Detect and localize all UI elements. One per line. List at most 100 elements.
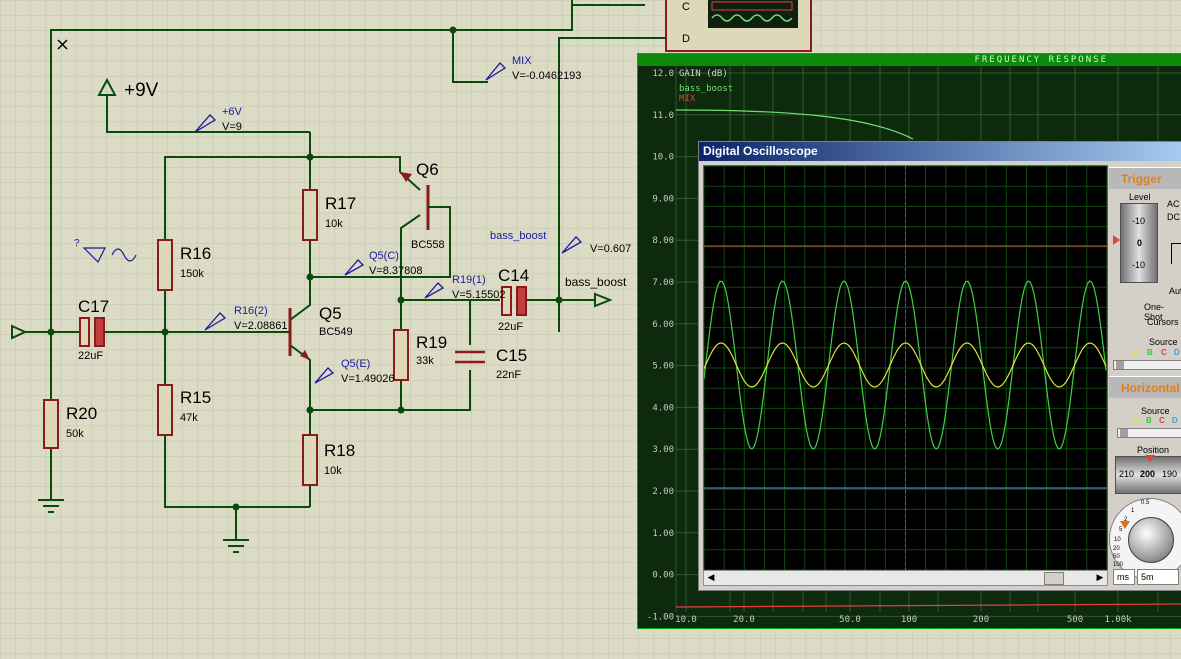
trigger-level-slider[interactable]: -10 0 -10 xyxy=(1120,203,1158,283)
level-scale-mid: 0 xyxy=(1137,238,1143,248)
input-terminal[interactable] xyxy=(11,324,28,340)
ref-r17: R17 xyxy=(325,194,356,213)
component-labels: R20 50k C17 22uF R16 150k R15 47k R17 10… xyxy=(66,160,529,477)
oscilloscope-title[interactable]: Digital Oscilloscope xyxy=(699,142,1181,161)
no-connect-icon xyxy=(57,39,68,50)
horizontal-source-b[interactable]: B xyxy=(1146,416,1152,425)
val-c14: 22uF xyxy=(498,321,523,333)
ref-q5: Q5 xyxy=(319,304,342,323)
trigger-option-auto[interactable]: Auto xyxy=(1169,286,1181,296)
val-c17: 22uF xyxy=(78,350,103,362)
val-r20: 50k xyxy=(66,428,84,440)
val-r18: 10k xyxy=(324,465,342,477)
position-marker-icon xyxy=(1145,455,1155,462)
dial-mark-3: 5 xyxy=(1119,527,1123,533)
trigger-mode-ac[interactable]: AC xyxy=(1167,199,1180,209)
trigger-source-slider[interactable] xyxy=(1113,360,1181,370)
probe-name-r16: R16(2) xyxy=(234,305,268,317)
mix-curve xyxy=(675,603,1181,608)
dial-mark-5: 20 xyxy=(1113,546,1120,552)
mixer-pin-d: D xyxy=(682,33,690,45)
horizontal-source-c[interactable]: C xyxy=(1159,416,1165,425)
supply-label: +9V xyxy=(124,80,159,101)
val-q5: BC549 xyxy=(319,326,353,338)
freq-x-tick: 10.0 xyxy=(675,615,697,625)
freq-x-tick: 20.0 xyxy=(733,615,755,625)
freq-y-tick: 12.0 xyxy=(652,69,674,79)
freq-y-tick: 2.00 xyxy=(652,487,674,497)
probe-name-q5e: Q5(E) xyxy=(341,358,370,370)
probe-name-mix: MIX xyxy=(512,55,532,67)
graph-axis-label: GAIN (dB) xyxy=(679,69,728,79)
oscilloscope-window[interactable]: Digital Oscilloscope ◀ ▶ Trigger Level -… xyxy=(698,141,1181,591)
scroll-left-icon[interactable]: ◀ xyxy=(707,573,715,583)
horizontal-source-slider[interactable] xyxy=(1117,428,1181,438)
oscilloscope-scrollbar[interactable]: ◀ ▶ xyxy=(703,570,1108,586)
val-q6: BC558 xyxy=(411,239,445,251)
oscilloscope-control-panel: Trigger Level -10 0 -10 AC DC Auto One-S… xyxy=(1109,165,1181,585)
freq-y-tick: 0.00 xyxy=(652,571,674,581)
legend-bass-boost: bass_boost xyxy=(679,84,733,94)
freq-y-tick: 1.00 xyxy=(652,529,674,539)
scope-trace-b xyxy=(703,280,1107,450)
trigger-source-c[interactable]: C xyxy=(1161,348,1167,357)
signal-generator-icon[interactable] xyxy=(82,247,137,264)
freq-x-tick: 50.0 xyxy=(839,615,861,625)
horizontal-source-a[interactable]: A xyxy=(1133,416,1139,425)
ground-symbols xyxy=(38,499,249,553)
probe-name-bass: bass_boost xyxy=(490,230,546,242)
oscilloscope-screen[interactable] xyxy=(703,165,1108,571)
position-scale-left: 210 xyxy=(1119,469,1135,479)
probe-icons[interactable] xyxy=(194,62,583,384)
probe-name-q5c: Q5(C) xyxy=(369,250,399,262)
ref-c17: C17 xyxy=(78,297,109,316)
freq-y-tick: 5.00 xyxy=(652,362,674,372)
trigger-option-cursors[interactable]: Cursors xyxy=(1147,317,1179,327)
freq-x-tick: 1.00k xyxy=(1104,615,1132,625)
trigger-source-b[interactable]: B xyxy=(1147,348,1153,357)
ref-r16: R16 xyxy=(180,244,211,263)
probe-labels: +6V V=9 R16(2) V=2.08861 Q5(C) V=8.37808… xyxy=(222,1,690,385)
level-scale-bottom: -10 xyxy=(1132,260,1146,270)
supply-arrow xyxy=(97,77,117,96)
capacitor-bodies[interactable] xyxy=(79,286,527,364)
timebase-knob-icon[interactable] xyxy=(1128,517,1174,563)
transistor-arrows xyxy=(300,172,412,360)
probe-name-6v: +6V xyxy=(222,106,243,118)
freq-y-tick: 9.00 xyxy=(652,194,674,204)
ref-r18: R18 xyxy=(324,441,355,460)
dial-mark-0: 0.5 xyxy=(1141,500,1150,506)
bass-boost-curve xyxy=(675,109,914,140)
horizontal-section-title: Horizontal xyxy=(1109,376,1181,398)
level-scale-top: -10 xyxy=(1132,216,1146,226)
freq-y-tick: 7.00 xyxy=(652,278,674,288)
freq-y-tick: 8.00 xyxy=(652,236,674,246)
resistor-bodies[interactable] xyxy=(43,189,409,486)
freq-y-tick: 11.0 xyxy=(652,111,674,121)
output-terminal[interactable] xyxy=(594,292,613,308)
position-scale-right: 190 xyxy=(1162,469,1178,479)
probe-value-mix: V=-0.0462193 xyxy=(512,70,581,82)
probe-value-r19: V=5.15502 xyxy=(452,289,506,301)
trigger-mode-dc[interactable]: DC xyxy=(1167,212,1180,222)
dial-mark-4: 10 xyxy=(1114,537,1121,543)
trigger-option-oneshot[interactable]: One-Shot xyxy=(1144,302,1165,322)
position-scale-mid: 200 xyxy=(1140,469,1156,479)
dial-mark-6: 50 xyxy=(1113,554,1120,560)
timebase-input[interactable]: 5m xyxy=(1137,569,1179,585)
scroll-right-icon[interactable]: ▶ xyxy=(1096,573,1104,583)
scroll-thumb[interactable] xyxy=(1044,572,1064,585)
trigger-source-d[interactable]: D xyxy=(1174,348,1180,357)
graph-title-bar[interactable]: FREQUENCY RESPONSE xyxy=(638,54,1181,66)
trigger-source-a[interactable]: A xyxy=(1133,348,1139,357)
horizontal-source-label: Source xyxy=(1141,406,1170,416)
ref-r15: R15 xyxy=(180,388,211,407)
freq-x-tick: 500 xyxy=(1067,615,1083,625)
level-marker-icon xyxy=(1113,235,1120,245)
horizontal-source-d[interactable]: D xyxy=(1172,416,1178,425)
dial-pointer-icon xyxy=(1120,521,1130,529)
ref-r19: R19 xyxy=(416,333,447,352)
edge-icon[interactable] xyxy=(1171,243,1181,264)
val-r19: 33k xyxy=(416,355,434,367)
probe-value-q5e: V=1.49026 xyxy=(341,373,395,385)
